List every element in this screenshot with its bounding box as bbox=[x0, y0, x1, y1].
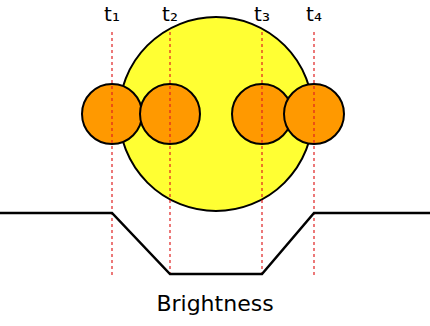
time-marker bbox=[313, 32, 314, 276]
time-marker bbox=[169, 32, 170, 276]
time-label: t₁ bbox=[104, 4, 120, 24]
time-marker bbox=[261, 32, 262, 276]
time-markers bbox=[112, 32, 314, 276]
axis-label: Brightness bbox=[156, 293, 273, 315]
time-label: t₃ bbox=[254, 4, 270, 24]
time-label: t₄ bbox=[306, 4, 322, 24]
time-marker bbox=[111, 32, 112, 276]
light-curve bbox=[0, 213, 430, 274]
time-label: t₂ bbox=[162, 4, 178, 24]
